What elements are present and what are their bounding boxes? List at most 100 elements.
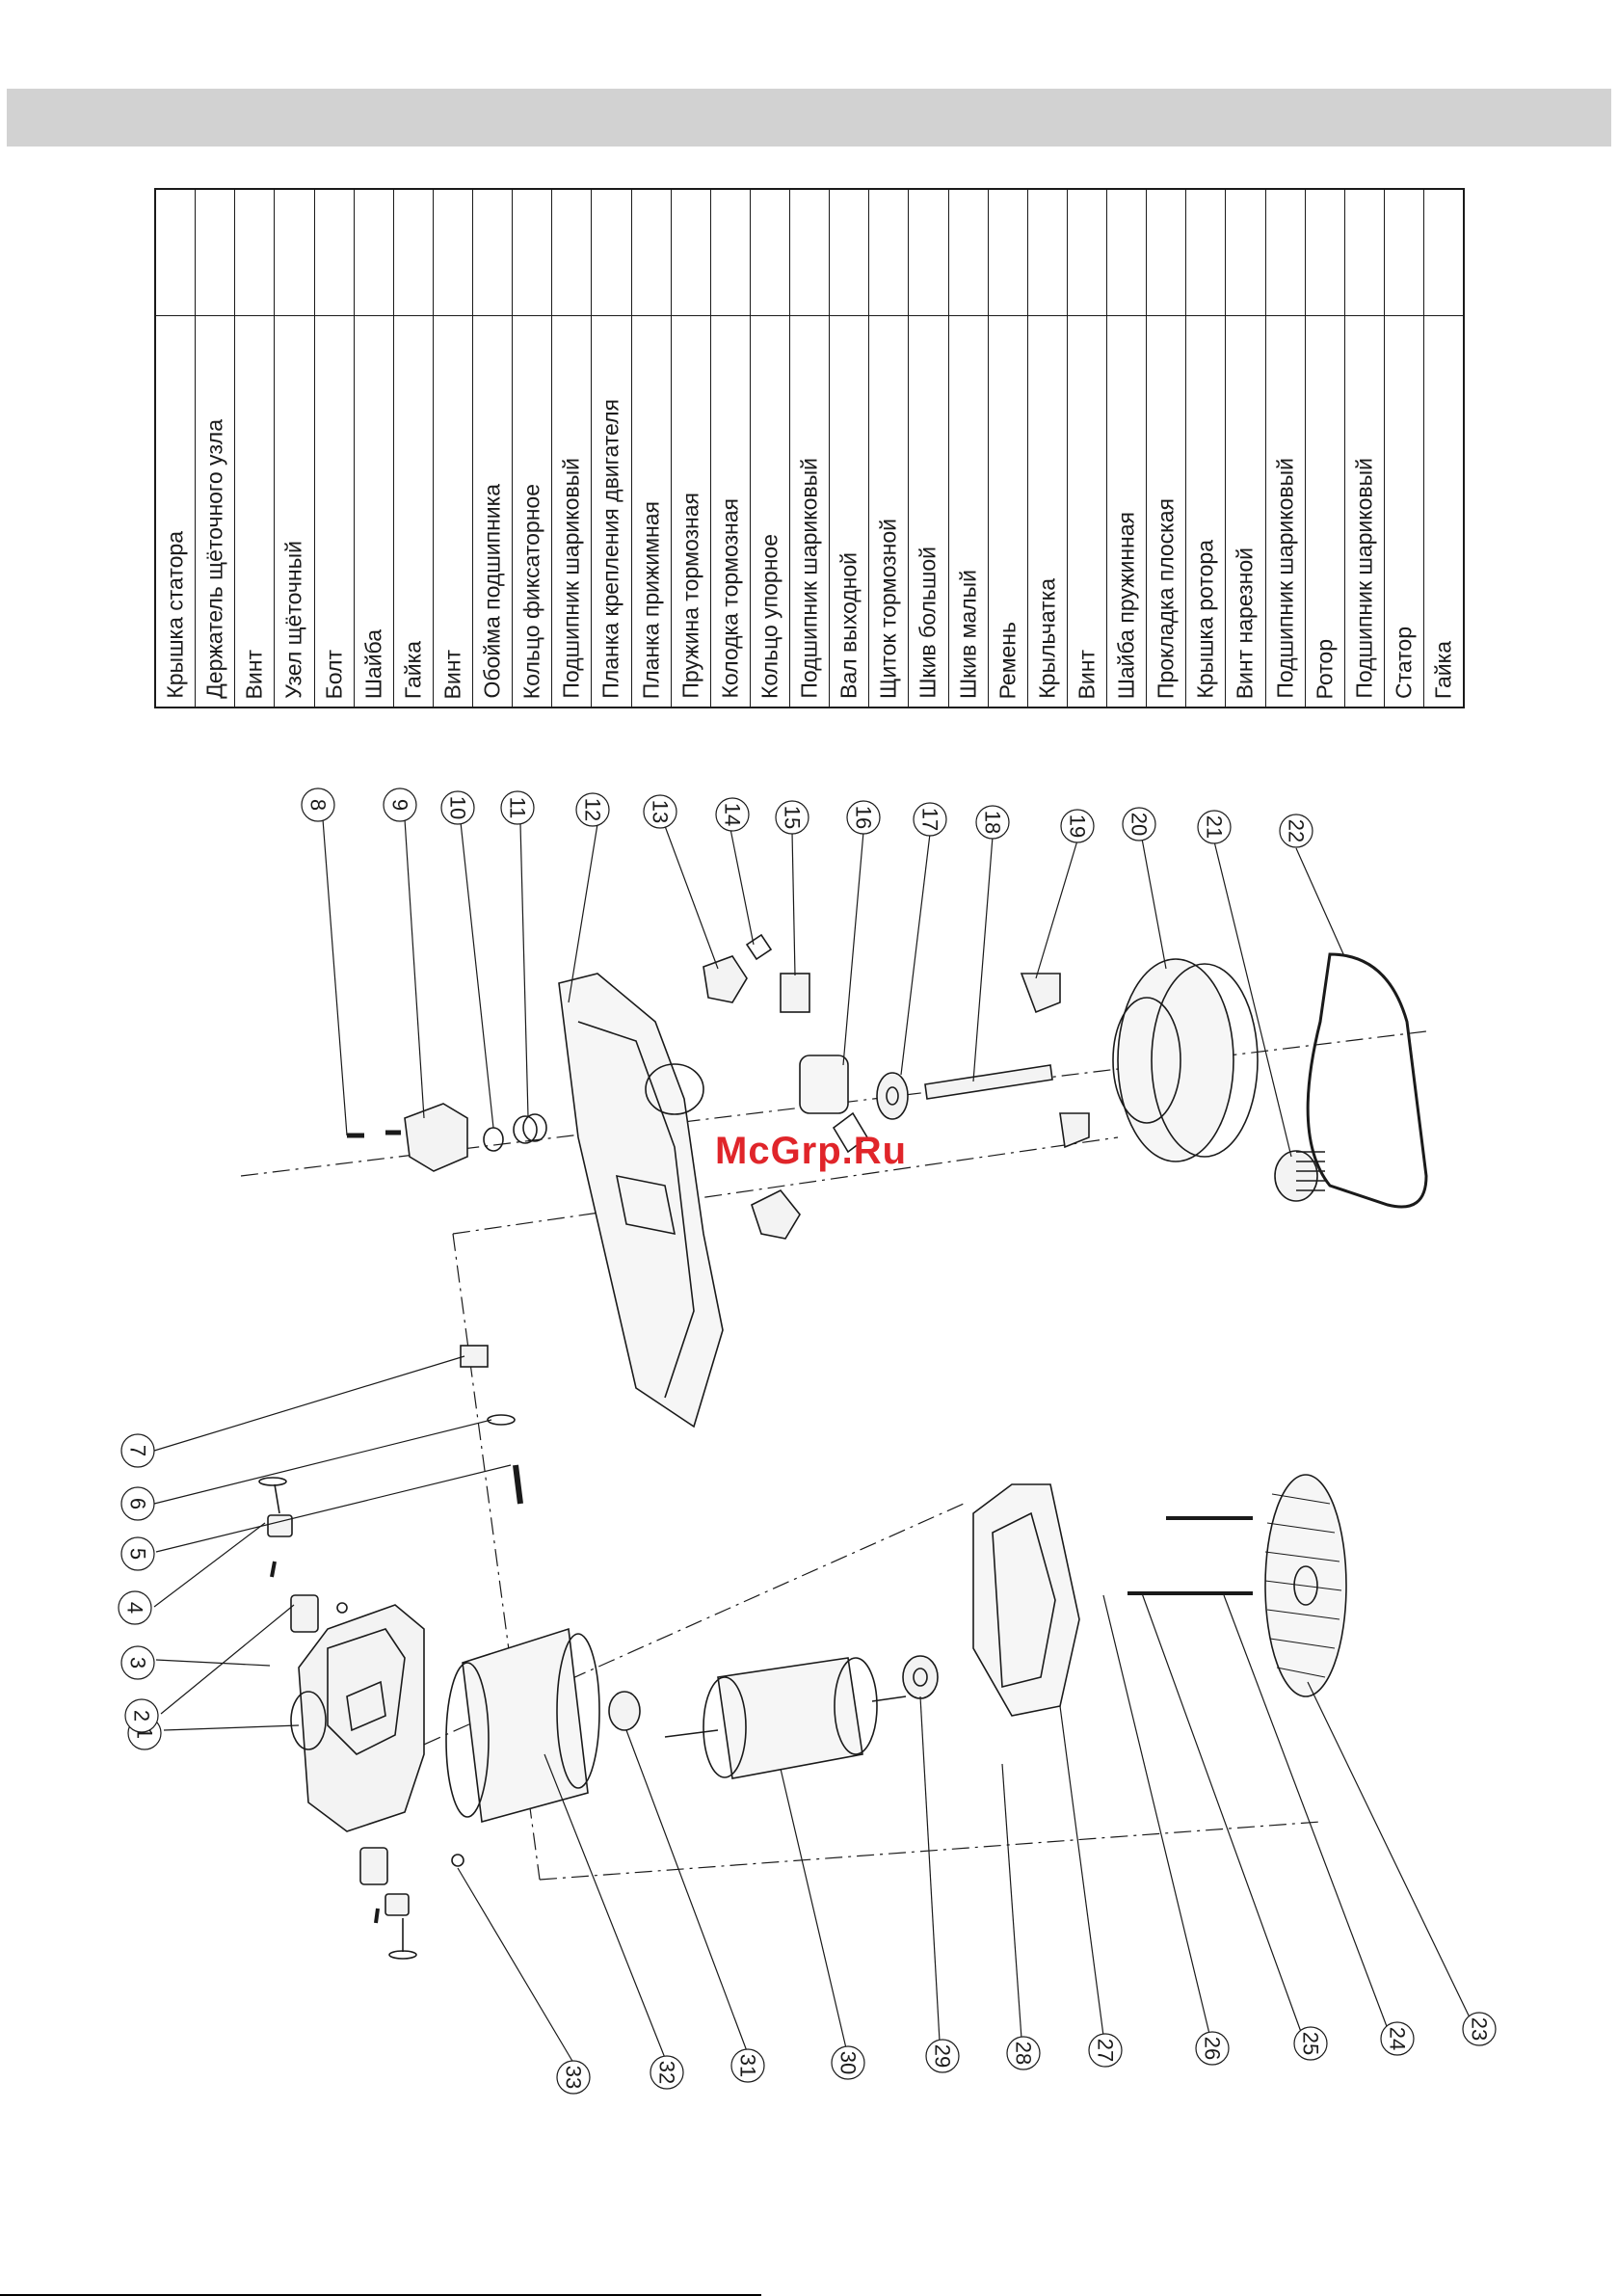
parts-table-column: Гайка (1424, 190, 1464, 707)
callout-number: 7 (126, 1445, 150, 1456)
callout-14: 14 (715, 797, 750, 832)
part-name: Узел щёточный (280, 541, 306, 699)
callout-circle (1088, 2033, 1123, 2068)
parts-table-column: Крышка ротора (1186, 190, 1227, 707)
callout-circle (124, 1698, 159, 1733)
callout-33: 33 (556, 2060, 591, 2095)
callout-32: 32 (650, 2055, 684, 2090)
callout-circle (650, 2055, 684, 2090)
callout-number: 19 (1066, 814, 1090, 838)
callout-19: 19 (1060, 809, 1095, 843)
callout-26: 26 (1195, 2031, 1230, 2066)
callout-number: 11 (506, 797, 530, 819)
callout-number: 9 (388, 799, 412, 811)
parts-table-column: Держатель щёточного узла (196, 190, 236, 707)
callout-31: 31 (730, 2048, 765, 2083)
callout-30: 30 (831, 2045, 865, 2080)
callout-number: 29 (931, 2044, 955, 2068)
part-name: Подшипник шариковый (558, 458, 584, 699)
callout-circle (715, 797, 750, 832)
callout-15: 15 (775, 800, 809, 835)
callout-number: 28 (1012, 2042, 1036, 2065)
callout-18: 18 (975, 805, 1010, 840)
parts-table-column: Прокладка плоская (1147, 190, 1187, 707)
part-name: Пружина тормозная (677, 493, 703, 699)
part-name: Колодка тормозная (717, 498, 743, 699)
parts-table-column: Винт (235, 190, 276, 707)
part-name: Крыльчатка (1034, 578, 1060, 699)
callout-circle (120, 1433, 155, 1468)
callout-29: 29 (925, 2039, 960, 2073)
part-name: Шайба (360, 628, 386, 699)
callout-24: 24 (1380, 2021, 1415, 2056)
parts-table-column: Планка прижимная (631, 190, 672, 707)
callout-number: 17 (918, 808, 942, 831)
callout-6: 6 (120, 1486, 155, 1521)
parts-table-column: Шайба (354, 190, 394, 707)
part-name: Держатель щёточного узла (201, 419, 227, 699)
callout-circle (118, 1590, 152, 1625)
big-pulley-part (1112, 958, 1259, 1162)
callout-circle (440, 790, 475, 825)
part-name: Щиток тормозной (875, 518, 901, 699)
parts-table-column: Щиток тормозной (869, 190, 910, 707)
part-name: Винт (439, 649, 465, 699)
part-name: Прокладка плоская (1153, 497, 1179, 699)
small-pulley-part (1274, 1150, 1325, 1202)
part-name: Крышка статора (162, 531, 188, 699)
parts-table-column: Кольцо упорное (750, 190, 790, 707)
part-name: Подшипник шариковый (796, 458, 822, 699)
callout-number: 18 (981, 811, 1005, 834)
callout-number: 13 (649, 800, 673, 823)
callout-circle (1462, 2012, 1497, 2046)
callout-circle (556, 2060, 591, 2095)
callout-circle (846, 800, 881, 835)
callout-number: 10 (446, 796, 470, 819)
callout-circle (1122, 807, 1156, 841)
part-name: Обойма подшипника (479, 484, 505, 699)
parts-table-column: Статор (1384, 190, 1424, 707)
parts-table-column: Пружина тормозная (671, 190, 711, 707)
part-name: Гайка (400, 640, 426, 699)
callout-20: 20 (1122, 807, 1156, 841)
part-name: Крышка ротора (1192, 540, 1218, 699)
callout-circle (1060, 809, 1095, 843)
callout-circle (575, 792, 610, 827)
callout-number: 2 (130, 1710, 154, 1722)
parts-table-column: Гайка (393, 190, 434, 707)
part-name: Ремень (995, 621, 1021, 699)
callout-number: 15 (781, 806, 805, 829)
parts-table-column: Подшипник шариковый (552, 190, 593, 707)
callout-circle (1195, 2031, 1230, 2066)
part-name: Планка крепления двигателя (597, 399, 623, 699)
part-name: Шкив малый (955, 569, 981, 699)
callout-circle (831, 2045, 865, 2080)
header-bar (7, 89, 1611, 147)
parts-table-column: Подшипник шариковый (1344, 190, 1385, 707)
callout-9: 9 (383, 788, 417, 822)
callout-17: 17 (913, 802, 947, 837)
parts-table-column: Вал выходной (830, 190, 870, 707)
parts-table-column: Шкив большой (909, 190, 949, 707)
callout-number: 26 (1201, 2037, 1225, 2060)
stator-cover-part (290, 1604, 425, 1832)
callout-number: 3 (126, 1657, 150, 1669)
fan-part (1264, 1474, 1347, 1697)
callout-3: 3 (120, 1645, 155, 1680)
callout-number: 20 (1127, 813, 1152, 836)
callout-2: 2 (124, 1698, 159, 1733)
callout-number: 8 (306, 799, 331, 811)
parts-table-column: Подшипник шариковый (1265, 190, 1306, 707)
callout-circle (383, 788, 417, 822)
parts-table-column: Узел щёточный (275, 190, 315, 707)
callout-number: 12 (581, 798, 605, 821)
part-name: Кольцо фиксаторное (518, 483, 544, 699)
watermark: McGrp.Ru (715, 1130, 908, 1172)
part-name: Подшипник шариковый (1272, 458, 1298, 699)
callout-5: 5 (120, 1536, 155, 1571)
callout-number: 33 (562, 2066, 586, 2089)
parts-table-column: Винт нарезной (1226, 190, 1266, 707)
brush-assembly-part (267, 1514, 293, 1537)
part-name: Кольцо упорное (756, 533, 782, 699)
